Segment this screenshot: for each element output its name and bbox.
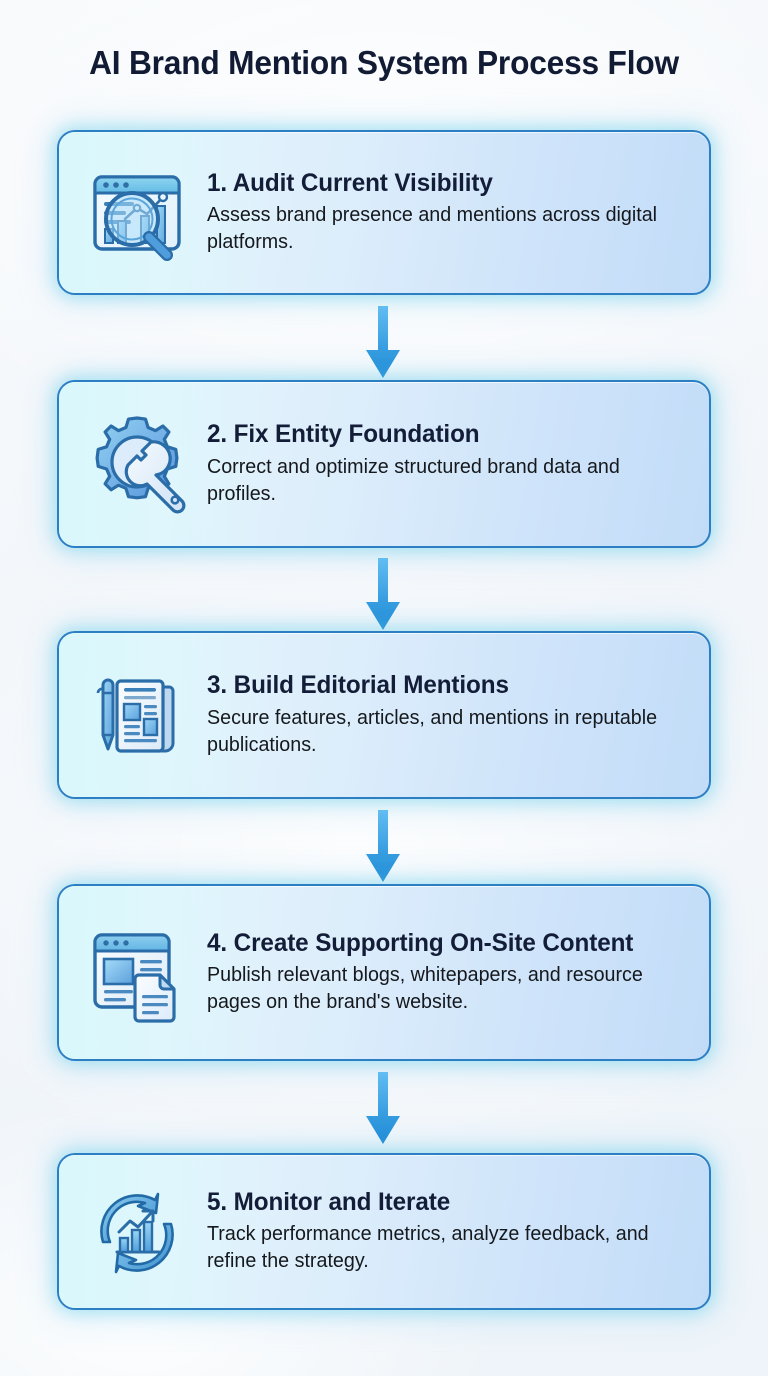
webpage-document-icon	[81, 917, 193, 1029]
step-description-4: Publish relevant blogs, whitepapers, and…	[207, 964, 643, 1014]
down-arrow-icon-2	[361, 558, 405, 632]
step-heading-3: 3. Build Editorial Mentions	[207, 671, 509, 700]
step-heading-5: 5. Monitor and Iterate	[207, 1187, 451, 1216]
down-arrow-icon-4	[361, 1072, 405, 1146]
down-arrow-icon-1	[361, 306, 405, 380]
step-description-2: Correct and optimize structured brand da…	[207, 455, 620, 505]
step-text-block-2: 2. Fix Entity Foundation Correct and opt…	[193, 420, 689, 507]
step-text-block-4: 4. Create Supporting On-Site Content Pub…	[193, 929, 689, 1016]
gear-wrench-icon	[81, 408, 193, 520]
process-step-card-3[interactable]: 3. Build Editorial Mentions Secure featu…	[57, 631, 711, 799]
process-step-card-4[interactable]: 4. Create Supporting On-Site Content Pub…	[57, 884, 711, 1061]
newspaper-pen-icon	[81, 659, 193, 771]
step-heading-1: 1. Audit Current Visibility	[207, 168, 493, 197]
process-step-card-5[interactable]: 5. Monitor and Iterate Track performance…	[57, 1153, 711, 1310]
step-description-3: Secure features, articles, and mentions …	[207, 706, 658, 756]
dashboard-magnifier-icon	[81, 157, 193, 269]
process-step-card-1[interactable]: 1. Audit Current Visibility Assess brand…	[57, 130, 711, 295]
step-text-block-5: 5. Monitor and Iterate Track performance…	[193, 1188, 689, 1275]
step-heading-2: 2. Fix Entity Foundation	[207, 420, 480, 449]
refresh-chart-icon	[81, 1176, 193, 1288]
page-title: AI Brand Mention System Process Flow	[89, 44, 679, 81]
step-text-block-3: 3. Build Editorial Mentions Secure featu…	[193, 671, 689, 758]
step-heading-4: 4. Create Supporting On-Site Content	[207, 928, 634, 957]
step-description-5: Track performance metrics, analyze feedb…	[207, 1223, 649, 1273]
process-step-card-2[interactable]: 2. Fix Entity Foundation Correct and opt…	[57, 380, 711, 548]
step-text-block-1: 1. Audit Current Visibility Assess brand…	[193, 169, 689, 256]
down-arrow-icon-3	[361, 810, 405, 884]
step-description-1: Assess brand presence and mentions acros…	[207, 204, 658, 254]
